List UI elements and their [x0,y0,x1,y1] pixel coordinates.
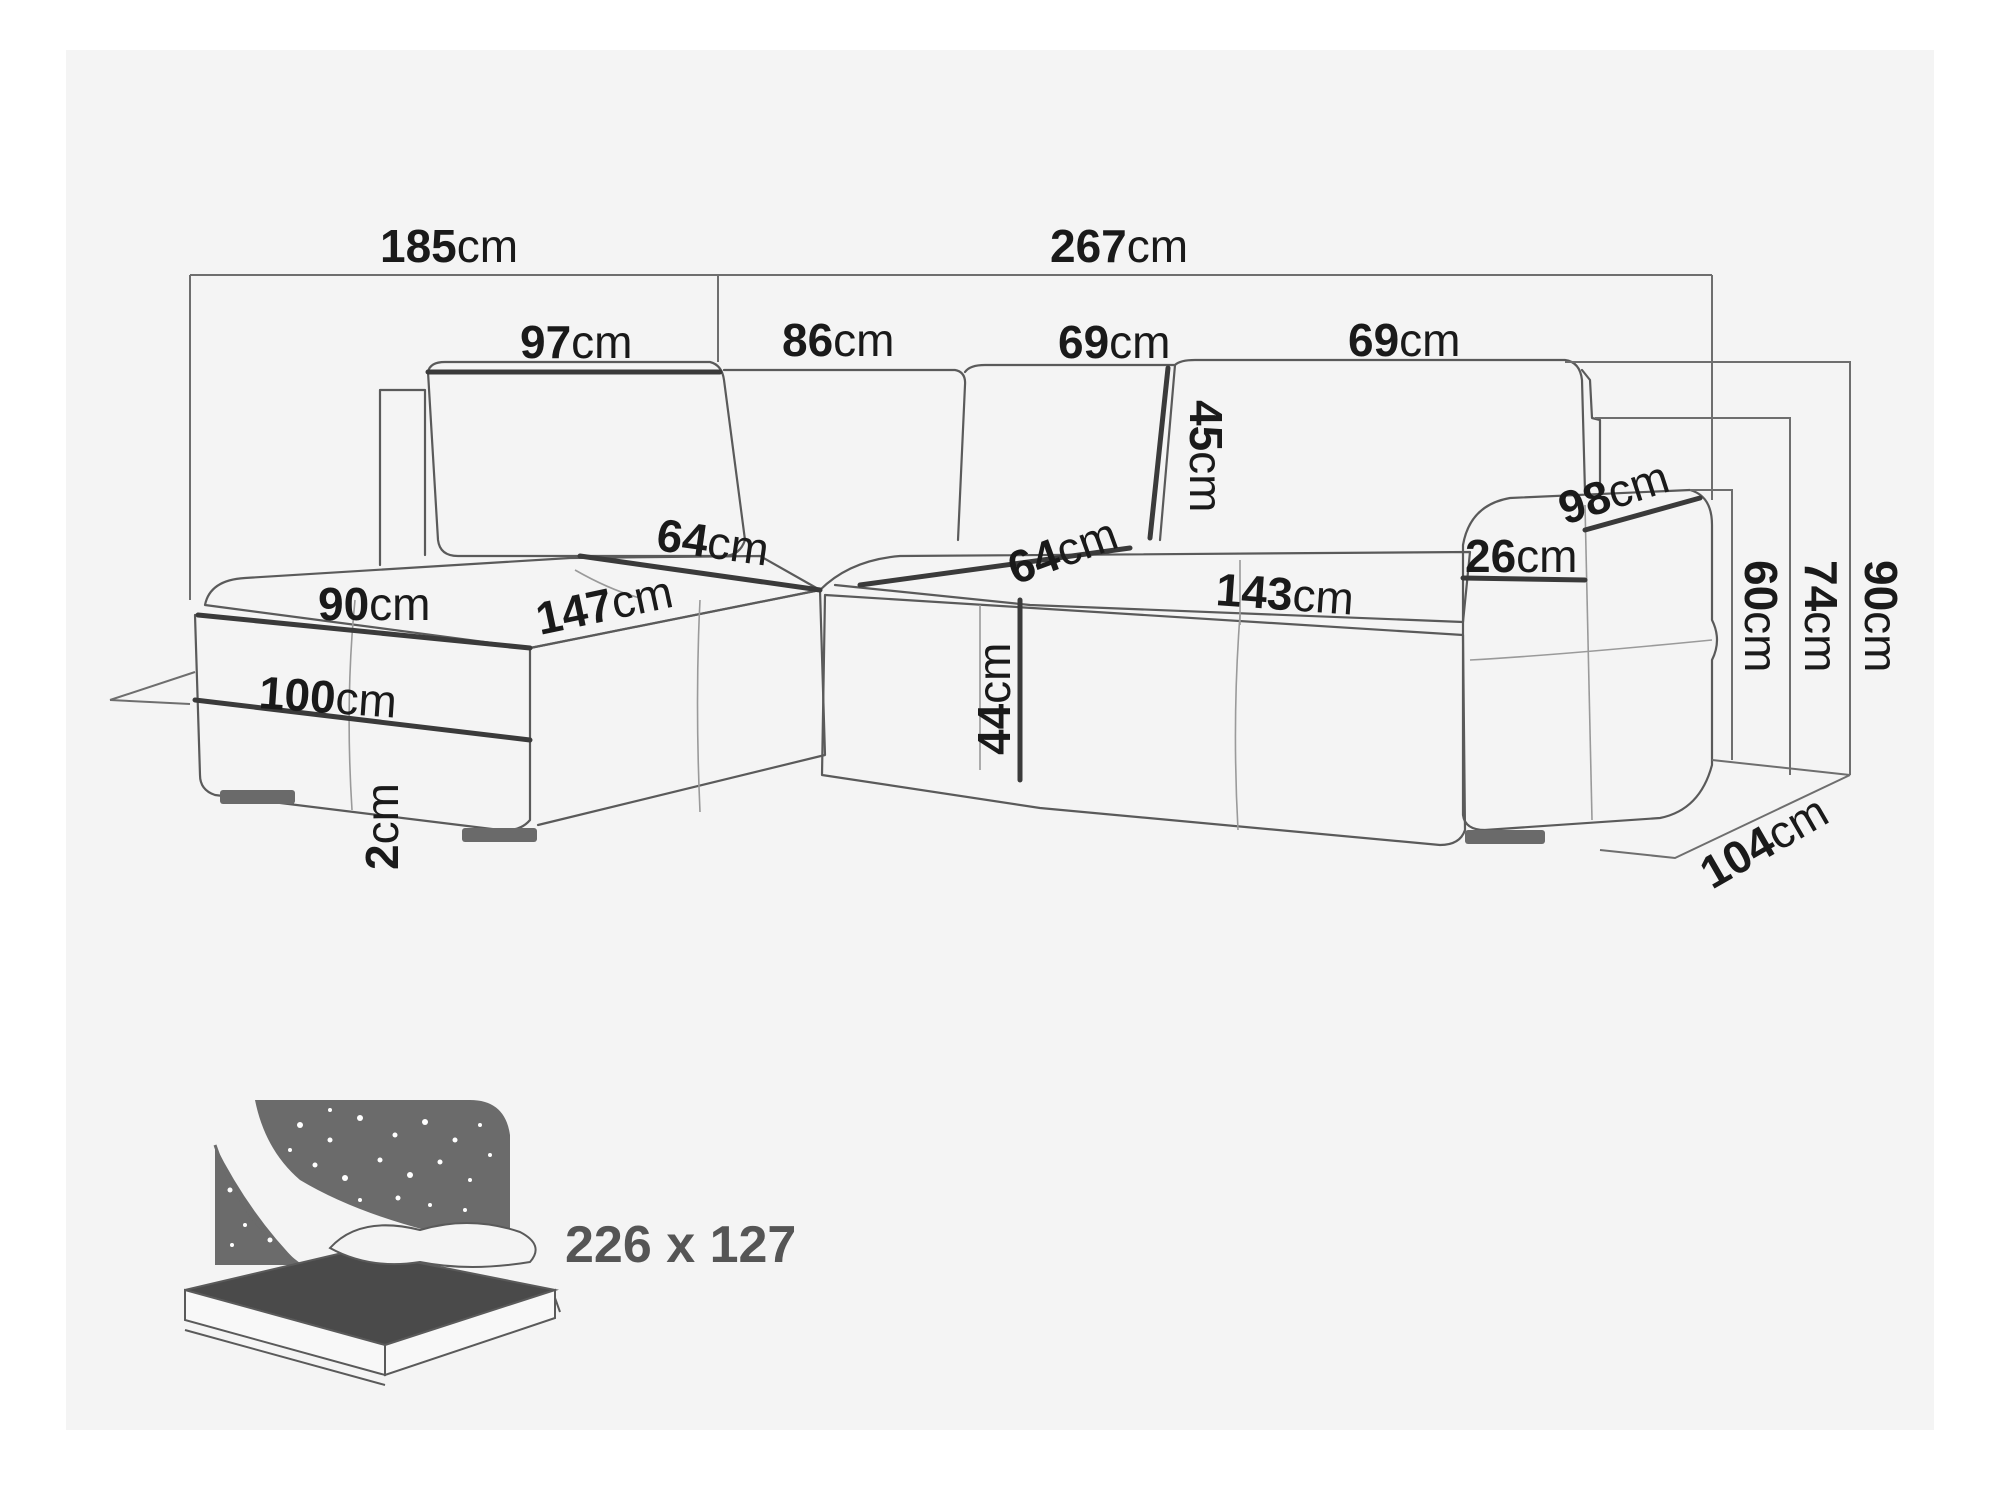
dim-44: 44cm [968,643,1020,756]
dim-69-mid: 69cm [1058,316,1171,368]
dim-60: 60cm [1735,560,1787,673]
dim-143: 143cm [1214,563,1355,625]
bed-night-icon [184,1100,561,1386]
dim-74: 74cm [1795,560,1847,673]
dim-90: 90cm [318,578,431,630]
dim-97: 97cm [520,316,633,368]
dimension-labels: 185cm 267cm 97cm 86cm 69cm 69cm 45cm 98c… [257,220,1907,899]
dim-86: 86cm [782,314,895,366]
dim-267: 267cm [1050,220,1188,272]
dim-45: 45cm [1180,400,1232,513]
dim-64-mid: 64cm [1001,507,1125,594]
dimension-lines [109,274,1851,860]
dim-100: 100cm [257,666,398,728]
dim-26: 26cm [1465,530,1578,582]
dim-64-corner: 64cm [654,508,773,575]
dim-69-right: 69cm [1348,314,1461,366]
sofa-illustration [193,358,1719,847]
dim-104: 104cm [1691,785,1837,899]
dim-2: 2cm [356,783,408,870]
dim-185: 185cm [380,220,518,272]
bed-size-label: 226 x 127 [565,1216,796,1274]
dim-90-height: 90cm [1855,560,1907,673]
